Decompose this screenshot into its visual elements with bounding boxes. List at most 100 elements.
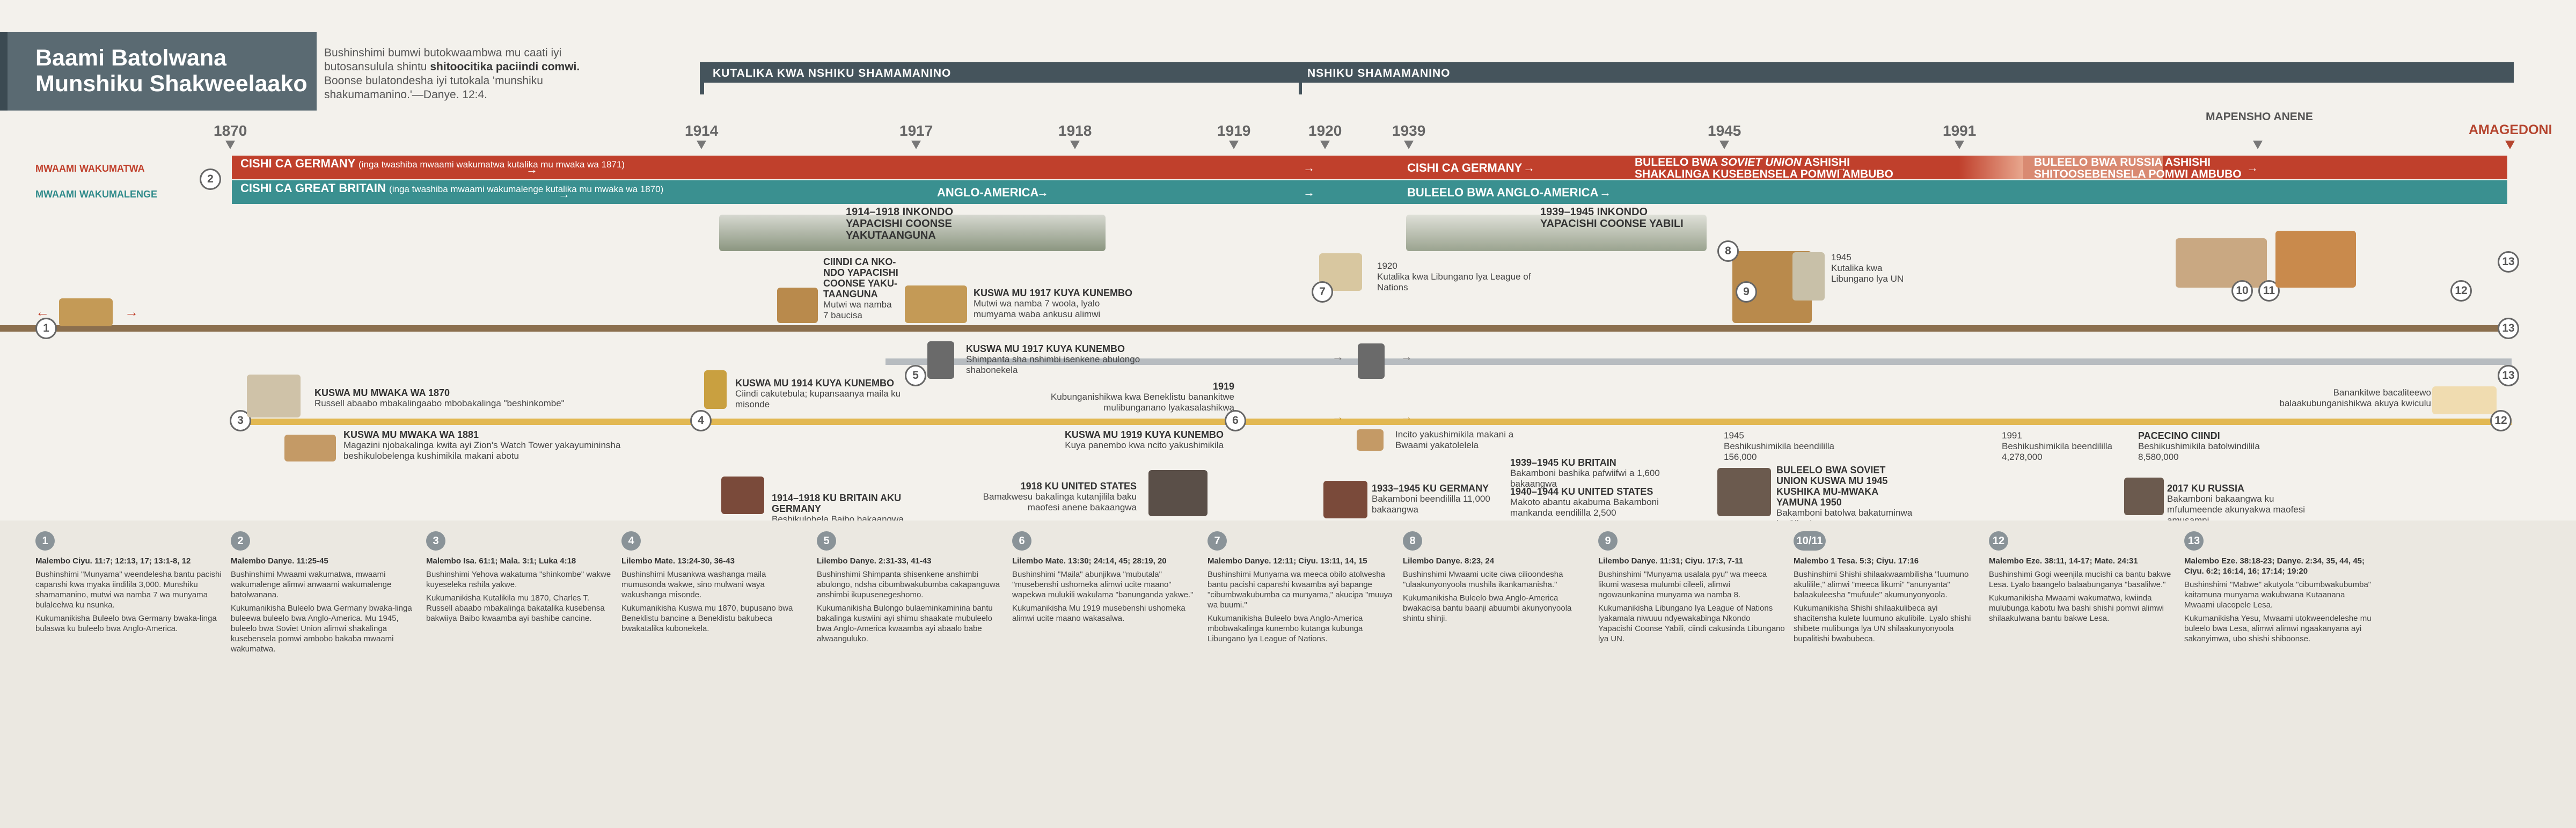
tick-end <box>2505 141 2515 149</box>
incito-event: Incito yakushimikila makani a Bwaami yak… <box>1395 429 1514 450</box>
arrow-right-icon: → <box>1332 350 1344 363</box>
arrow-right-icon: → <box>1401 350 1413 363</box>
tick <box>697 141 706 149</box>
band-label-russia: BULEELO BWA RUSSIA ASHISHI SHITOOSEBENSE… <box>2034 156 2242 180</box>
year-label: 1870 <box>214 122 247 139</box>
prison-icon <box>721 477 764 514</box>
arrow-right-icon: → <box>1835 161 1847 174</box>
era-label-right: NSHIKU SHAMAMANINO <box>1307 67 1451 79</box>
ww2-art <box>1406 215 1707 251</box>
band-label-britain: CISHI CA GREAT BRITAIN (inga twashiba mw… <box>240 181 664 195</box>
image-event: CIINDI CA NKO-NDO YAPACISHI COONSE YAKU-… <box>823 257 898 320</box>
wheat-icon <box>704 370 727 409</box>
band-label-germany: CISHI CA GERMANY (inga twashiba mwaami w… <box>240 157 625 170</box>
line-feet <box>885 358 2512 365</box>
ww1-label: 1914–1918 INKONDO YAPACISHI COONSE YAKUT… <box>846 206 954 241</box>
marker-5: 5 <box>905 365 926 386</box>
band-label-germany2: CISHI CA GERMANY <box>1407 161 1523 174</box>
year-label: 1991 <box>1943 122 1977 139</box>
tick <box>1955 141 1964 149</box>
era-bar <box>700 62 2514 83</box>
tick <box>225 141 235 149</box>
year-label: 1914 <box>685 122 719 139</box>
row-label-north: MWAAMI WAKUMATWA <box>35 163 145 174</box>
year-label: 1920 <box>1308 122 1342 139</box>
arrow-right-icon: → <box>1332 410 1344 423</box>
marker-13: 13 <box>2498 318 2519 339</box>
arrow-right-icon: → <box>1037 186 1049 199</box>
footer-notes <box>0 521 2576 828</box>
marker-6: 6 <box>1225 410 1246 431</box>
lion-icon <box>59 298 113 326</box>
year-label: 1918 <box>1058 122 1092 139</box>
year-label: 1939 <box>1392 122 1426 139</box>
book-icon <box>1357 429 1384 451</box>
tick <box>1719 141 1729 149</box>
era-label-end: AMAGEDONI <box>2469 122 2552 137</box>
ww2-label: 1939–1945 INKONDO YAPACISHI COONSE YABIL… <box>1540 206 1684 230</box>
arrow-right-icon: → <box>558 187 570 201</box>
band-north-fade <box>1959 156 2023 179</box>
train-icon <box>1717 468 1771 516</box>
arrow-right-icon: → <box>1599 186 1611 199</box>
row-label-south: MWAAMI WAKUMALENGE <box>35 189 157 200</box>
arrow-right-icon: → <box>1303 186 1315 199</box>
marker-8: 8 <box>1717 240 1739 262</box>
era-label-future: MAPENSHO ANENE <box>2206 111 2313 123</box>
magazine-icon <box>284 435 336 461</box>
arrow-right-icon: → <box>125 304 138 320</box>
tick <box>1070 141 1080 149</box>
line-wheat <box>236 419 2512 425</box>
band-label-soviet: BULEELO BWA SOVIET UNION ASHISHI SHAKALI… <box>1635 156 1893 180</box>
line-beast <box>0 325 2512 332</box>
marker-7: 7 <box>1312 281 1333 303</box>
page-title: Baami Batolwana Munshiku Shakweelaako <box>35 45 308 97</box>
year-label: 1917 <box>899 122 933 139</box>
event-soviet: BULEELO BWA SOVIET UNION KUSWA MU 1945 K… <box>1776 465 1913 529</box>
marker-9: 9 <box>1736 281 1757 303</box>
tick <box>1320 141 1330 149</box>
ww1-art <box>719 215 1106 251</box>
year-label: 1945 <box>1708 122 1741 139</box>
feet-icon <box>927 341 954 379</box>
event-anointed: Banankitwe bacaliteewo balaakubunganishi… <box>2279 387 2431 408</box>
band-label-anglo: ANGLO-AMERICA <box>937 186 1039 199</box>
brothers-icon <box>1148 470 1208 516</box>
era-label-left: KUTALIKA KWA NSHIKU SHAMAMANINO <box>713 67 952 79</box>
arrow-right-icon: → <box>2246 161 2258 174</box>
religions-icon <box>2176 238 2267 288</box>
beast-icon <box>905 285 967 323</box>
title-stripe <box>0 32 8 111</box>
raid-icon <box>2124 478 2164 515</box>
russell-icon <box>247 375 301 417</box>
marker-10: 10 <box>2231 280 2253 302</box>
title-box <box>0 32 317 111</box>
marker-13: 13 <box>2498 251 2519 273</box>
arrow-right-icon: → <box>1401 410 1413 423</box>
